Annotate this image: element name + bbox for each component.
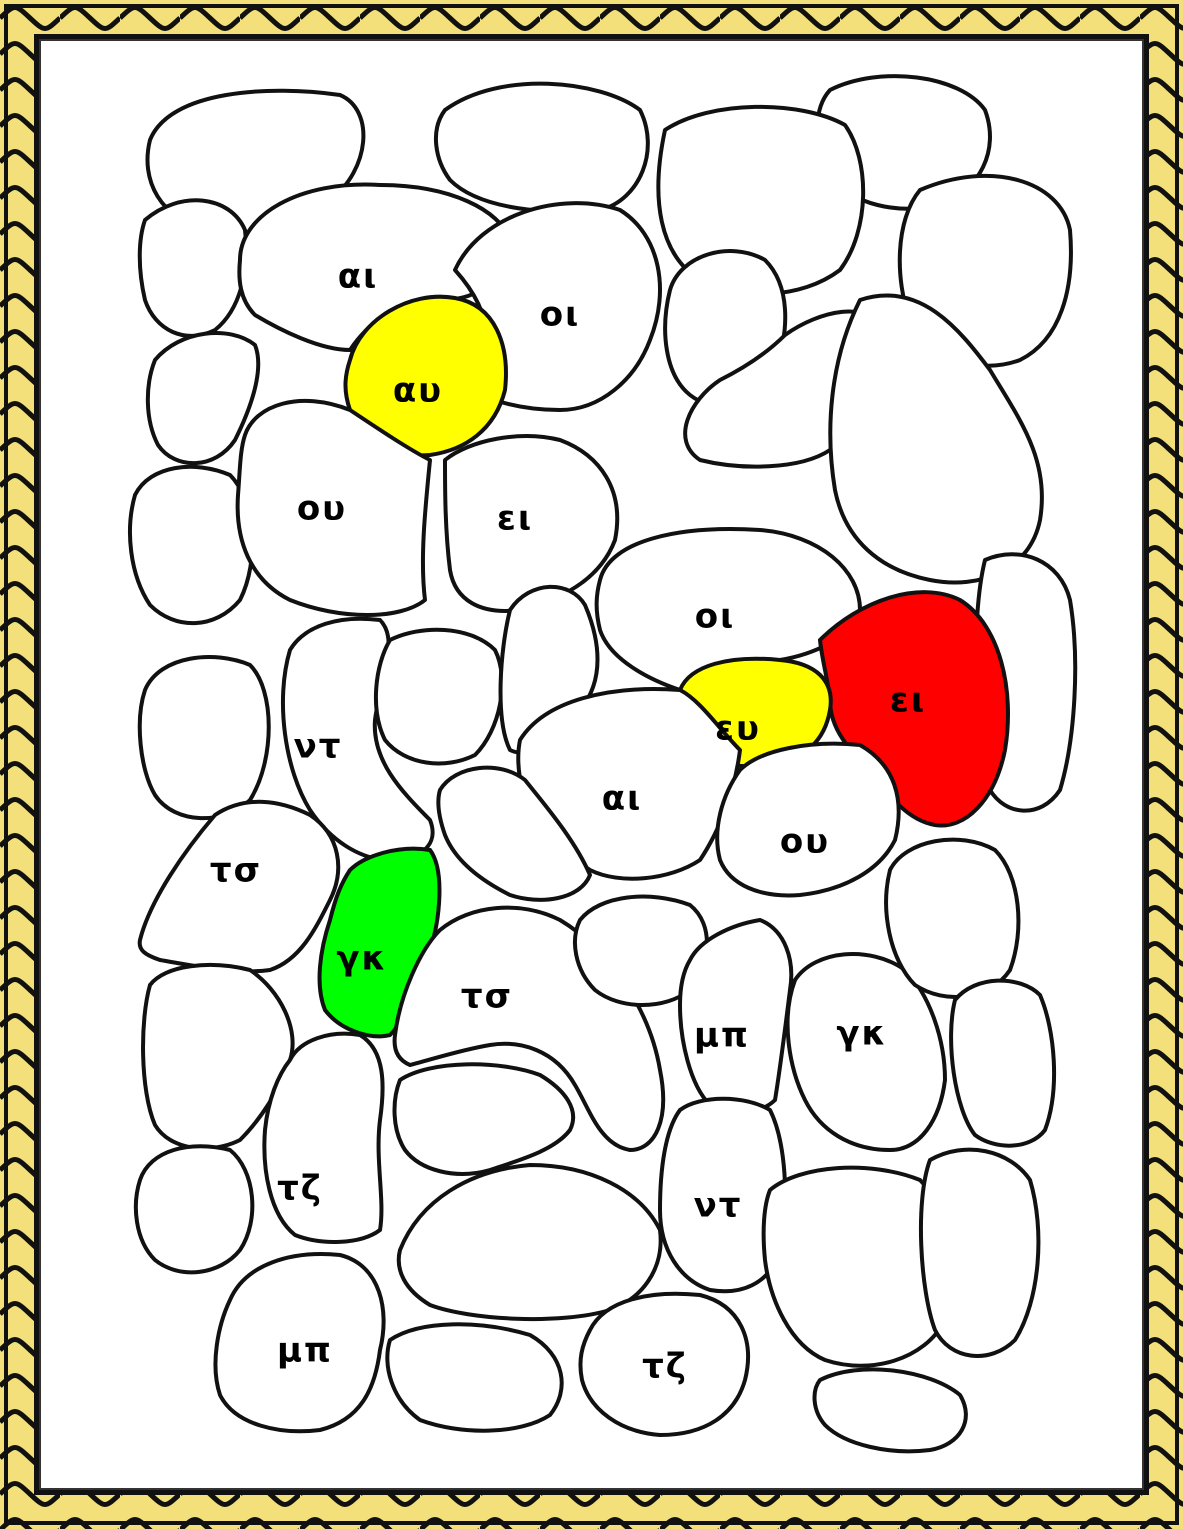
stone (436, 84, 648, 212)
stone (921, 1150, 1038, 1356)
label-au-yellow: αυ (393, 371, 443, 411)
stone (951, 981, 1054, 1146)
label-eu-yellow: ευ (715, 709, 761, 749)
label-gk-green: γκ (336, 939, 387, 979)
label-ts-left: τσ (210, 851, 262, 891)
label-ts-middle: τσ (461, 977, 513, 1017)
label-ou-middle: ου (780, 822, 830, 862)
stone (376, 630, 502, 764)
label-nt-left: ντ (294, 727, 343, 767)
label-tz-left: τζ (277, 1169, 323, 1209)
label-ai-middle: αι (602, 779, 643, 819)
label-mp-bottom: μπ (277, 1331, 333, 1371)
stone (886, 840, 1018, 997)
label-oi-middle: οι (695, 597, 736, 637)
label-ou-top: ου (297, 489, 347, 529)
label-nt-bottom: ντ (694, 1186, 743, 1226)
label-mp-right: μπ (694, 1016, 750, 1056)
stone (387, 1324, 561, 1430)
label-ai-top: αι (338, 257, 379, 297)
stone (140, 657, 269, 818)
label-oi-top: οι (540, 295, 581, 335)
stone (130, 467, 252, 623)
label-tz-bottom: τζ (642, 1347, 688, 1387)
label-ei-red: ει (890, 681, 926, 721)
stone (140, 200, 247, 336)
label-gk-right: γκ (836, 1014, 887, 1054)
stone (136, 1146, 252, 1272)
label-ei-top: ει (497, 499, 533, 539)
